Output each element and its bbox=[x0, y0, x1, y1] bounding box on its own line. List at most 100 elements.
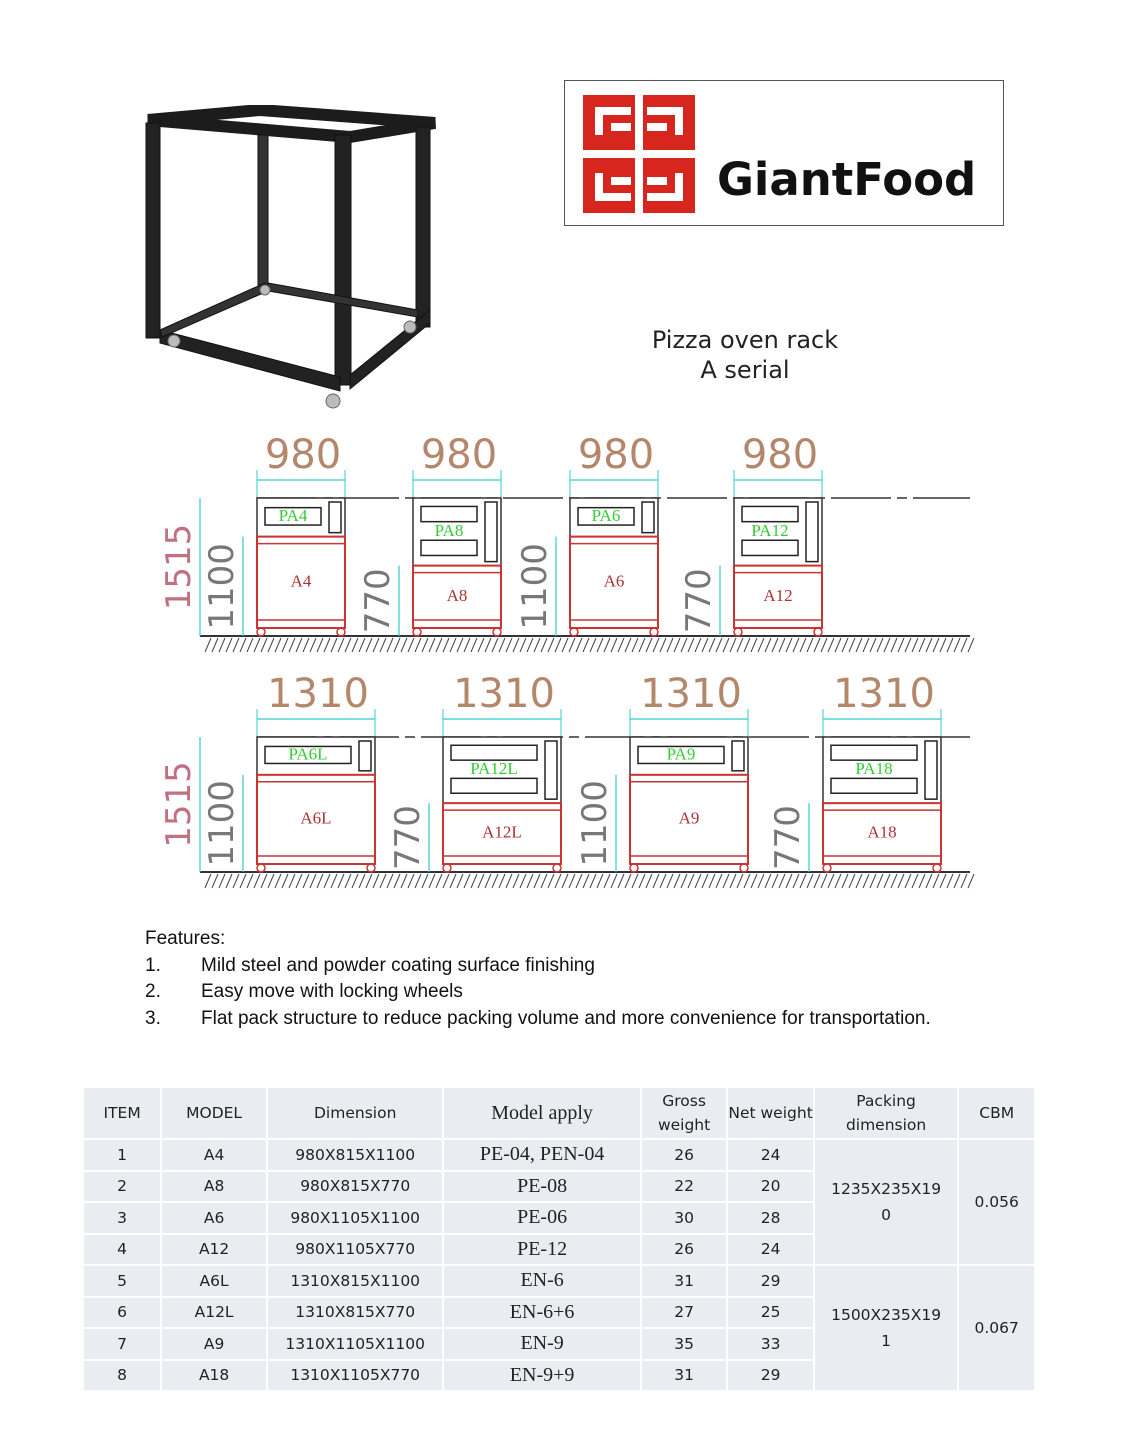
ground-hatch bbox=[512, 873, 520, 889]
stand-frame bbox=[412, 564, 502, 629]
ground-hatch bbox=[715, 637, 723, 653]
width-label: 1310 bbox=[833, 671, 935, 717]
ground-hatch bbox=[288, 873, 296, 889]
table-cell: 29 bbox=[726, 1264, 815, 1298]
table-cell: 24 bbox=[726, 1232, 815, 1266]
ground-hatch bbox=[827, 873, 835, 889]
ground-hatch bbox=[435, 637, 443, 653]
stand-height-label: 770 bbox=[388, 805, 428, 870]
ground-hatch bbox=[750, 873, 758, 889]
ground-hatch bbox=[386, 873, 394, 889]
column-header: CBM bbox=[957, 1086, 1036, 1140]
stand-height-label: 1100 bbox=[202, 543, 242, 630]
ground-hatch bbox=[316, 637, 324, 653]
ground-hatch bbox=[897, 873, 905, 889]
title-line-2: A serial bbox=[700, 356, 790, 384]
stand-frame bbox=[733, 564, 823, 629]
ground-hatch bbox=[904, 873, 912, 889]
ground-hatch bbox=[862, 873, 870, 889]
ground-hatch bbox=[561, 637, 569, 653]
ground-hatch bbox=[267, 873, 275, 889]
oven-body bbox=[442, 736, 562, 804]
table-cell: 8 bbox=[81, 1358, 163, 1392]
ground-hatch bbox=[379, 637, 387, 653]
wheel-icon bbox=[442, 863, 452, 873]
product-title: Pizza oven rack A serial bbox=[600, 325, 890, 385]
table-cell: 31 bbox=[639, 1358, 729, 1392]
stand-model-label: A12L bbox=[482, 823, 522, 842]
ground-hatch bbox=[631, 873, 639, 889]
wheel-icon bbox=[932, 863, 942, 873]
ground-hatch bbox=[701, 873, 709, 889]
ground-hatch bbox=[449, 637, 457, 653]
ground-hatch bbox=[659, 873, 667, 889]
table-cell: 7 bbox=[81, 1327, 163, 1361]
ground-hatch bbox=[295, 873, 303, 889]
total-height-label: 1515 bbox=[159, 761, 199, 848]
ground-hatch bbox=[890, 873, 898, 889]
stand-frame bbox=[629, 773, 749, 865]
table-cell: A4 bbox=[160, 1138, 268, 1172]
ground-hatch bbox=[442, 637, 450, 653]
ground-hatch bbox=[876, 873, 884, 889]
table-cell: A18 bbox=[160, 1358, 268, 1392]
ground-hatch bbox=[582, 637, 590, 653]
table-cell: PE-12 bbox=[442, 1232, 642, 1266]
table-cell: A8 bbox=[160, 1169, 268, 1203]
ground-hatch bbox=[540, 873, 548, 889]
ground-hatch bbox=[736, 637, 744, 653]
ground-hatch bbox=[239, 637, 247, 653]
ground-hatch bbox=[463, 873, 471, 889]
ground-hatch bbox=[694, 873, 702, 889]
width-label: 980 bbox=[421, 432, 497, 478]
ground-hatch bbox=[281, 637, 289, 653]
packing-line: 0 bbox=[881, 1206, 892, 1224]
oven-door-window bbox=[264, 745, 352, 765]
ground-hatch bbox=[736, 873, 744, 889]
ground-hatch bbox=[869, 637, 877, 653]
stand-model-label: A4 bbox=[291, 571, 312, 590]
ground-hatch bbox=[281, 873, 289, 889]
ground-hatch bbox=[743, 873, 751, 889]
ground-hatch bbox=[708, 637, 716, 653]
table-cell: EN-6+6 bbox=[442, 1295, 642, 1329]
table-cell: A12 bbox=[160, 1232, 268, 1266]
table-cell: EN-6 bbox=[442, 1264, 642, 1298]
wheel-icon bbox=[649, 627, 659, 637]
width-label: 980 bbox=[742, 432, 818, 478]
stand-height-label: 770 bbox=[679, 568, 719, 633]
feature-item: 1.Mild steel and powder coating surface … bbox=[145, 954, 595, 976]
ground-hatch bbox=[771, 873, 779, 889]
ground-hatch bbox=[876, 637, 884, 653]
total-height-label: 1515 bbox=[159, 524, 199, 611]
ground-hatch bbox=[239, 873, 247, 889]
ground-hatch bbox=[435, 873, 443, 889]
stand-frame bbox=[569, 535, 659, 629]
ground-hatch bbox=[351, 637, 359, 653]
oven-body bbox=[256, 736, 376, 776]
table-cell: 980X1105X1100 bbox=[265, 1201, 445, 1235]
ground-hatch bbox=[820, 873, 828, 889]
oven-body bbox=[412, 497, 502, 567]
ground-hatch bbox=[393, 637, 401, 653]
width-label: 1310 bbox=[453, 671, 555, 717]
oven-control-panel bbox=[484, 501, 498, 563]
brand-logo: GiantFood bbox=[564, 80, 1004, 226]
ground-hatch bbox=[799, 637, 807, 653]
table-cell: PE-04, PEN-04 bbox=[442, 1138, 642, 1172]
ground-hatch bbox=[939, 637, 947, 653]
ground-hatch bbox=[547, 873, 555, 889]
ground-hatch bbox=[848, 637, 856, 653]
ground-hatch bbox=[715, 873, 723, 889]
table-cell: A6 bbox=[160, 1201, 268, 1235]
stand-frame bbox=[256, 535, 346, 629]
ground-hatch bbox=[211, 637, 219, 653]
wheel-icon bbox=[569, 627, 579, 637]
ground-hatch bbox=[351, 873, 359, 889]
ground-hatch bbox=[491, 637, 499, 653]
ground-hatch bbox=[519, 637, 527, 653]
ground-hatch bbox=[421, 637, 429, 653]
ground-hatch bbox=[533, 637, 541, 653]
wheel-icon bbox=[822, 863, 832, 873]
